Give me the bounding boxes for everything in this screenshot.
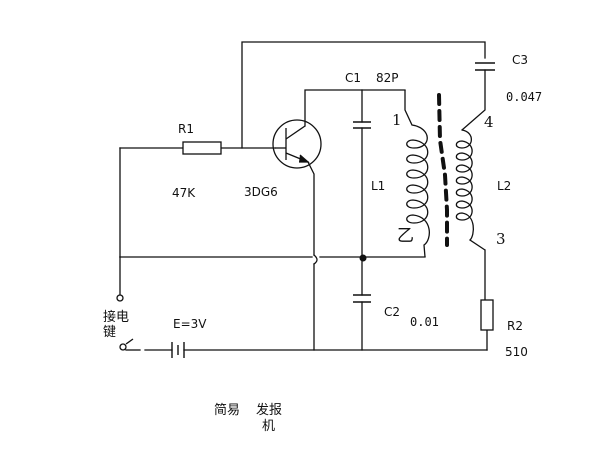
label-battery: E=3V (173, 317, 207, 331)
junction-dot (359, 254, 367, 262)
battery-e (171, 342, 185, 358)
caption-part1: 简易 (214, 403, 241, 418)
label-c3-name: C3 (512, 53, 529, 67)
wire-emitter-hop (313, 254, 318, 265)
caption-part2: 发报 (256, 403, 283, 418)
label-c1-name: C1 (345, 71, 362, 85)
label-c2-value: 0.01 (410, 315, 439, 329)
label-key-line1: 接电 (103, 310, 130, 325)
label-l1-name: L1 (371, 179, 386, 193)
capacitor-c3 (475, 62, 495, 71)
label-transistor: 3DG6 (244, 185, 278, 199)
label-r2-name: R2 (507, 319, 523, 333)
inductor-l2 (455, 129, 486, 251)
transistor-3dg6 (272, 119, 322, 169)
label-l2-name: L2 (497, 179, 512, 193)
label-c3-value: 0.047 (506, 90, 543, 104)
ferrite-core (437, 93, 449, 247)
coil-mark-4: 3 (496, 230, 506, 248)
label-key-line2: 键 (103, 325, 117, 340)
label-r2-value: 510 (505, 345, 528, 359)
inductor-l1 (404, 90, 430, 258)
wire-c3-down (461, 69, 486, 131)
label-c2-name: C2 (384, 305, 401, 319)
label-r1-value: 47K (172, 186, 196, 200)
coil-mark-3: 4 (484, 113, 494, 131)
wire-emitter (307, 161, 315, 256)
label-r1-name: R1 (178, 122, 194, 136)
capacitor-c2 (353, 294, 371, 303)
coil-mark-2: 乙 (397, 226, 414, 246)
coil-mark-1: 1 (392, 111, 402, 129)
capacitor-c1 (353, 121, 371, 129)
wire-top-loop (241, 41, 486, 149)
wire-collector (304, 89, 406, 127)
caption-part3: 机 (262, 419, 276, 434)
resistor-r2 (480, 299, 494, 331)
telegraph-key (116, 294, 134, 351)
label-c1-value: 82P (376, 71, 399, 85)
resistor-r1 (182, 141, 222, 155)
